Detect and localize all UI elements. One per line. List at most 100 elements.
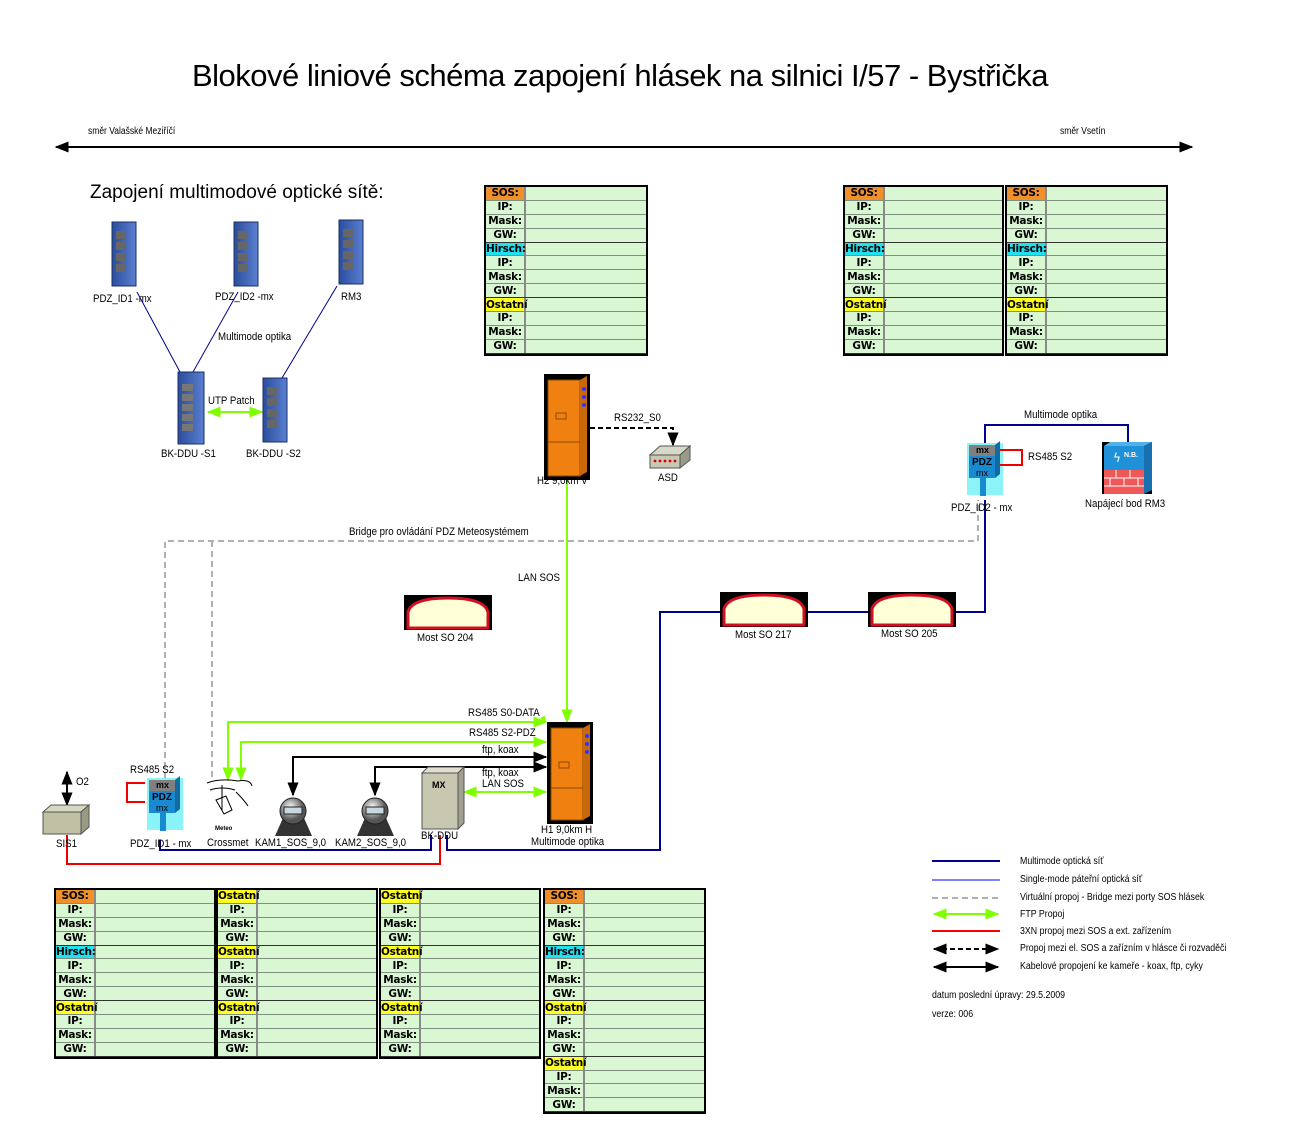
ip-table-value-field[interactable] (258, 959, 376, 972)
ip-table-value-field[interactable] (96, 932, 214, 945)
ip-table-value-field[interactable] (258, 1043, 376, 1056)
ip-table-value-field[interactable] (585, 1015, 704, 1028)
ip-table-value-field[interactable] (258, 890, 376, 903)
ip-table-value-field[interactable] (96, 890, 214, 903)
ip-table-value-field[interactable] (885, 270, 1002, 283)
ip-table-row: GW: (845, 228, 1002, 243)
ip-table-value-field[interactable] (526, 229, 646, 242)
ip-table-value-field[interactable] (585, 1084, 704, 1097)
ip-table-value-field[interactable] (585, 1098, 704, 1111)
ip-table-label: SOS: (545, 890, 585, 903)
ip-table-value-field[interactable] (585, 1043, 704, 1056)
ip-table-value-field[interactable] (258, 904, 376, 917)
ip-table-row: Ostatní (218, 945, 376, 960)
ip-table-value-field[interactable] (96, 1029, 214, 1042)
ip-table-value-field[interactable] (96, 1043, 214, 1056)
ip-table-value-field[interactable] (96, 918, 214, 931)
ip-table-value-field[interactable] (885, 312, 1002, 325)
ip-table-value-field[interactable] (585, 890, 704, 903)
ip-table-value-field[interactable] (885, 229, 1002, 242)
ip-table-value-field[interactable] (1047, 243, 1166, 256)
ip-table-value-field[interactable] (526, 270, 646, 283)
ip-table-value-field[interactable] (1047, 270, 1166, 283)
ip-table-value-field[interactable] (1047, 284, 1166, 297)
ip-table-value-field[interactable] (526, 201, 646, 214)
ip-table-value-field[interactable] (585, 987, 704, 1000)
legend-label: Multimode optická síť (1020, 856, 1104, 867)
ip-table-value-field[interactable] (421, 1001, 539, 1014)
ip-table-value-field[interactable] (585, 918, 704, 931)
ip-table-value-field[interactable] (258, 1029, 376, 1042)
ip-table-row: Ostatní (486, 298, 646, 313)
ip-table-value-field[interactable] (421, 904, 539, 917)
ip-table-value-field[interactable] (526, 187, 646, 200)
ip-table-value-field[interactable] (585, 959, 704, 972)
ip-table-row: IP: (545, 1015, 704, 1029)
ip-table-value-field[interactable] (421, 890, 539, 903)
ip-table-value-field[interactable] (1047, 215, 1166, 228)
ip-table-value-field[interactable] (1047, 187, 1166, 200)
ip-table-value-field[interactable] (1047, 298, 1166, 311)
ip-table-row: GW: (1007, 284, 1166, 299)
ip-table-value-field[interactable] (526, 256, 646, 269)
ip-table-value-field[interactable] (96, 959, 214, 972)
ip-table-value-field[interactable] (96, 987, 214, 1000)
ip-table-value-field[interactable] (526, 284, 646, 297)
ip-table-value-field[interactable] (585, 1029, 704, 1042)
ip-table-value-field[interactable] (585, 932, 704, 945)
ip-table-value-field[interactable] (526, 243, 646, 256)
ip-table-value-field[interactable] (96, 904, 214, 917)
ip-table-value-field[interactable] (421, 1029, 539, 1042)
ip-table-value-field[interactable] (585, 946, 704, 959)
ip-table-label: Ostatní (381, 945, 423, 959)
ip-table-value-field[interactable] (885, 326, 1002, 339)
ip-table-value-field[interactable] (258, 918, 376, 931)
ip-table-value-field[interactable] (526, 215, 646, 228)
ip-table-value-field[interactable] (885, 256, 1002, 269)
ip-table-value-field[interactable] (585, 1071, 704, 1084)
ip-table-value-field[interactable] (885, 215, 1002, 228)
ip-table-value-field[interactable] (585, 1001, 704, 1014)
ip-table-value-field[interactable] (258, 1001, 376, 1014)
ip-table-value-field[interactable] (1047, 201, 1166, 214)
ip-table-value-field[interactable] (258, 946, 376, 959)
ip-table-value-field[interactable] (585, 1057, 704, 1070)
ip-table-value-field[interactable] (96, 1001, 214, 1014)
ip-table-value-field[interactable] (421, 918, 539, 931)
ip-table-value-field[interactable] (96, 1015, 214, 1028)
ip-table-value-field[interactable] (885, 340, 1002, 353)
ip-table-value-field[interactable] (885, 243, 1002, 256)
ip-table-value-field[interactable] (421, 946, 539, 959)
ip-table-value-field[interactable] (421, 959, 539, 972)
ip-table-value-field[interactable] (258, 987, 376, 1000)
ip-table-value-field[interactable] (1047, 256, 1166, 269)
ip-table-value-field[interactable] (1047, 326, 1166, 339)
ip-table-value-field[interactable] (885, 298, 1002, 311)
ip-table-value-field[interactable] (526, 312, 646, 325)
ip-table-value-field[interactable] (885, 187, 1002, 200)
ip-table-value-field[interactable] (1047, 340, 1166, 353)
ip-table-value-field[interactable] (1047, 312, 1166, 325)
ip-table-value-field[interactable] (1047, 229, 1166, 242)
ip-table-value-field[interactable] (421, 987, 539, 1000)
ip-table-value-field[interactable] (258, 932, 376, 945)
ip-table-value-field[interactable] (258, 973, 376, 986)
h1-cabinet-icon (547, 722, 593, 824)
asd-device-icon (648, 444, 692, 470)
ip-table-row: GW: (218, 1042, 376, 1057)
ip-table-value-field[interactable] (421, 1015, 539, 1028)
ip-table-value-field[interactable] (421, 973, 539, 986)
ip-table-row: Ostatní (845, 298, 1002, 313)
ip-table-value-field[interactable] (421, 932, 539, 945)
ip-table-value-field[interactable] (96, 973, 214, 986)
ip-table-value-field[interactable] (585, 904, 704, 917)
ip-table-value-field[interactable] (885, 284, 1002, 297)
ip-table-value-field[interactable] (585, 973, 704, 986)
ip-table-value-field[interactable] (526, 298, 646, 311)
ip-table-value-field[interactable] (421, 1043, 539, 1056)
ip-table-value-field[interactable] (258, 1015, 376, 1028)
ip-table-value-field[interactable] (526, 340, 646, 353)
ip-table-value-field[interactable] (885, 201, 1002, 214)
ip-table-value-field[interactable] (96, 946, 214, 959)
ip-table-value-field[interactable] (526, 326, 646, 339)
